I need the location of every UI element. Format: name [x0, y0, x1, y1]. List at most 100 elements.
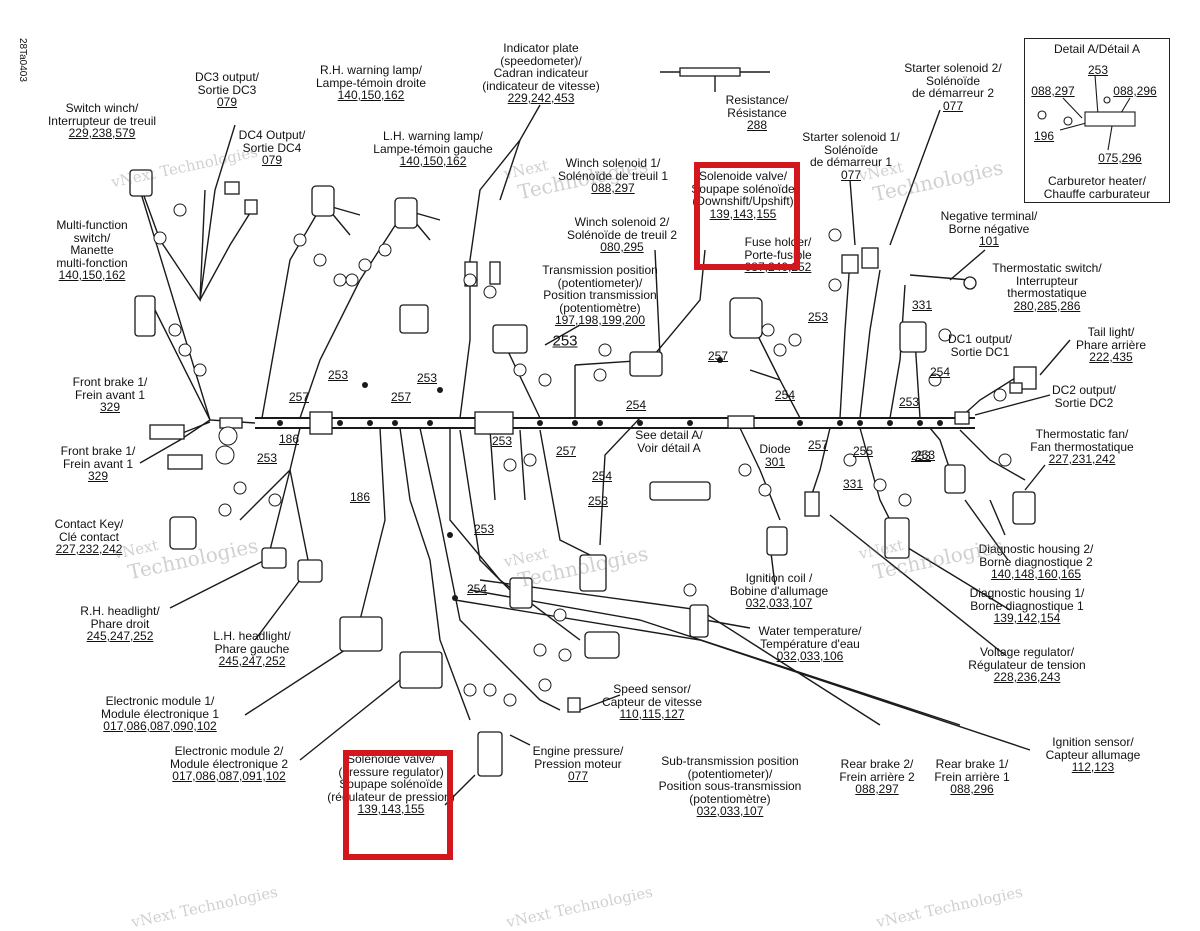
label-electronic-module-2: Electronic module 2/Module électronique … — [169, 744, 289, 783]
harness-number: 254 — [591, 469, 613, 483]
harness-number: 186 — [278, 432, 300, 446]
connector-indicator — [399, 304, 429, 334]
connector-rh-headlight — [261, 547, 287, 569]
connector-lh-headlight — [297, 559, 323, 583]
harness-branch — [139, 189, 211, 421]
connector-engine-pressure — [567, 697, 581, 713]
label-indicator-plate: Indicator plate(speedometer)/Cadran indi… — [482, 41, 600, 105]
connector-lh-warning — [394, 197, 418, 229]
harness-number: 186 — [349, 490, 371, 504]
connector-resistance — [679, 67, 741, 77]
harness-number: 254 — [466, 582, 488, 596]
label-diagnostic-housing-1: Diagnostic housing 1/Borne diagnostique … — [969, 586, 1085, 625]
detail-ref: 075,296 — [1098, 151, 1142, 165]
connector-detail-a — [649, 481, 711, 501]
detail-a-box — [1024, 38, 1170, 203]
harness-number: 257 — [288, 390, 310, 404]
connector-diag1 — [804, 491, 820, 517]
connector-thermo-switch — [899, 321, 927, 353]
connector-voltage — [944, 464, 966, 494]
harness-number: 253 — [327, 368, 349, 382]
connector-switch-winch — [129, 169, 153, 197]
harness-number: 257 — [390, 390, 412, 404]
harness-number: 253 — [914, 448, 936, 462]
harness-number: 257 — [707, 349, 729, 363]
connector-solenoid-shift — [629, 351, 663, 377]
connector-winch2b — [489, 261, 501, 285]
connector-harness-box — [219, 417, 243, 429]
harness-number: 253 — [898, 395, 920, 409]
connector-dc2 — [954, 411, 970, 425]
harness-number: 331 — [842, 477, 864, 491]
connector-fuse — [729, 297, 763, 339]
connector-multifunction — [134, 295, 156, 337]
connector-harness-box — [309, 411, 333, 435]
harness-branch — [149, 299, 256, 424]
detail-ref: 088,296 — [1113, 84, 1157, 98]
harness-number: 253 — [910, 449, 932, 463]
harness-number: 257 — [807, 438, 829, 452]
connector-transmission — [492, 324, 528, 354]
harness-number: 253 — [416, 371, 438, 385]
harness-number: 255 — [852, 444, 874, 458]
label-transmission-position: Transmission position(potentiometer)/Pos… — [542, 263, 658, 327]
detail-ref: 196 — [1033, 129, 1055, 143]
detail-a-title: Detail A/Détail A — [1053, 42, 1141, 56]
connector-ignition-coil — [766, 526, 788, 556]
harness-number: 253 — [473, 522, 495, 536]
harness-number: 253 — [552, 332, 578, 350]
connector-starter1 — [841, 254, 859, 274]
connector-thermo-fan — [1012, 491, 1036, 525]
connector-sub-trans — [579, 554, 607, 592]
connector-diode — [727, 415, 755, 429]
drawing-code: 28Ta0403 — [17, 38, 28, 82]
connector-dc4 — [244, 199, 258, 215]
connector-rh-warning — [311, 185, 335, 217]
connector-starter2 — [861, 247, 879, 269]
harness-number: 253 — [587, 494, 609, 508]
harness-number: 254 — [774, 388, 796, 402]
detail-ref: 253 — [1087, 63, 1109, 77]
label-sub-transmission-position: Sub-transmission position(potentiometer)… — [658, 754, 802, 818]
connector-dc3 — [224, 181, 240, 195]
connector-negative — [963, 276, 977, 290]
label-diagnostic-housing-2: Diagnostic housing 2/Borne diagnostique … — [978, 542, 1094, 581]
label-solenoid-valve-shift: Solenoide valve/Soupape solénoïde(Downsh… — [691, 169, 795, 221]
label-solenoid-valve-pressure: Solenoide valve/(pressure regulator)Soup… — [327, 752, 455, 816]
connector-speed — [584, 631, 620, 659]
highlight-solenoid-pressure — [343, 750, 453, 860]
connector-diag2 — [884, 517, 910, 559]
label-dc1-output: DC1 output/Sortie DC1 — [947, 332, 1013, 359]
connector-ecm2 — [399, 651, 443, 689]
connector-contact-key — [169, 516, 197, 550]
harness-number: 253 — [807, 310, 829, 324]
detail-ref: 088,297 — [1031, 84, 1075, 98]
connector-front-brake1b — [167, 454, 203, 470]
label-see-detail-a: See detail A/Voir détail A — [635, 428, 703, 455]
